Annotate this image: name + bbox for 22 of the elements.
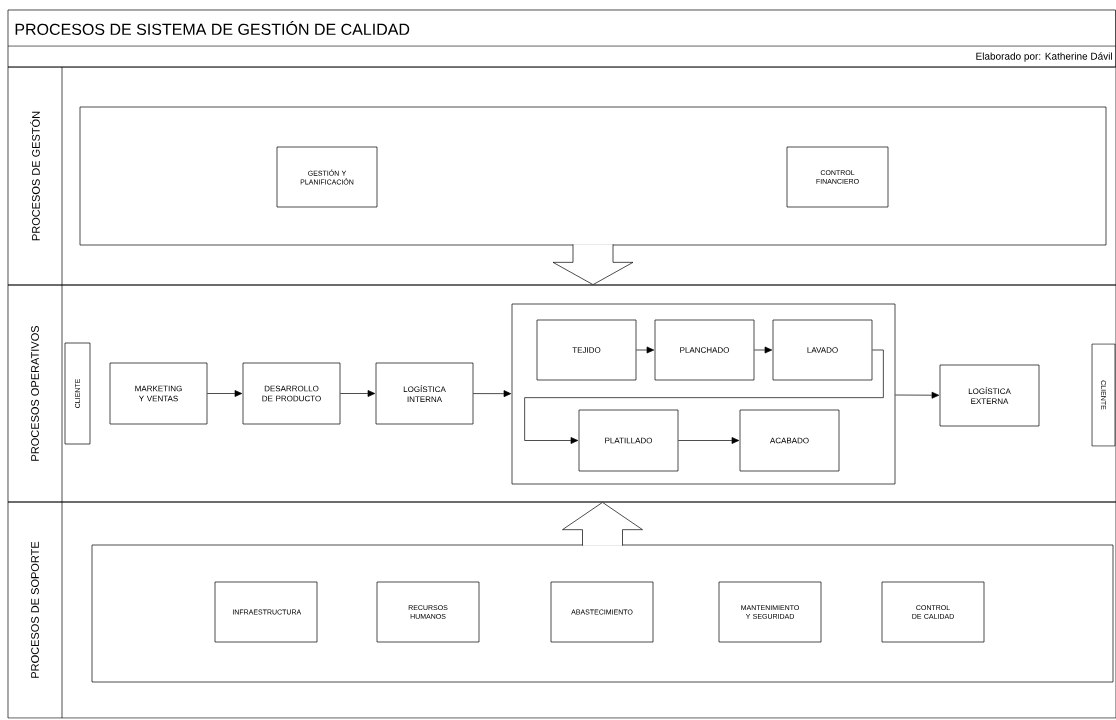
block-arrow (552, 244, 634, 285)
process-box: MARKETING Y VENTAS (109, 362, 208, 425)
author-note: Elaborado por: Katherine Dávil (976, 52, 1112, 62)
arrow (524, 349, 884, 444)
arrow (636, 346, 655, 354)
group-box (79, 106, 1107, 246)
process-box: PLATILLADO (578, 409, 679, 472)
process-box: LOGÍSTICA EXTERNA (939, 364, 1040, 427)
arrow (207, 390, 243, 397)
block-arrow (562, 502, 643, 546)
arrow (340, 390, 376, 397)
process-box: PLANCHADO (654, 319, 755, 381)
arrow (678, 437, 740, 444)
arrow (895, 391, 940, 399)
arrow (473, 390, 512, 398)
process-box: TEJIDO (536, 319, 637, 381)
process-box: LOGÍSTICA INTERNA (375, 362, 474, 425)
process-box: DESARROLLO DE PRODUCTO (242, 362, 341, 425)
process-box: LAVADO (772, 319, 873, 381)
title: PROCESOS DE SISTEMA DE GESTIÓN DE CALIDAD (15, 21, 410, 35)
arrow (754, 346, 773, 354)
process-box: ACABADO (739, 409, 840, 472)
